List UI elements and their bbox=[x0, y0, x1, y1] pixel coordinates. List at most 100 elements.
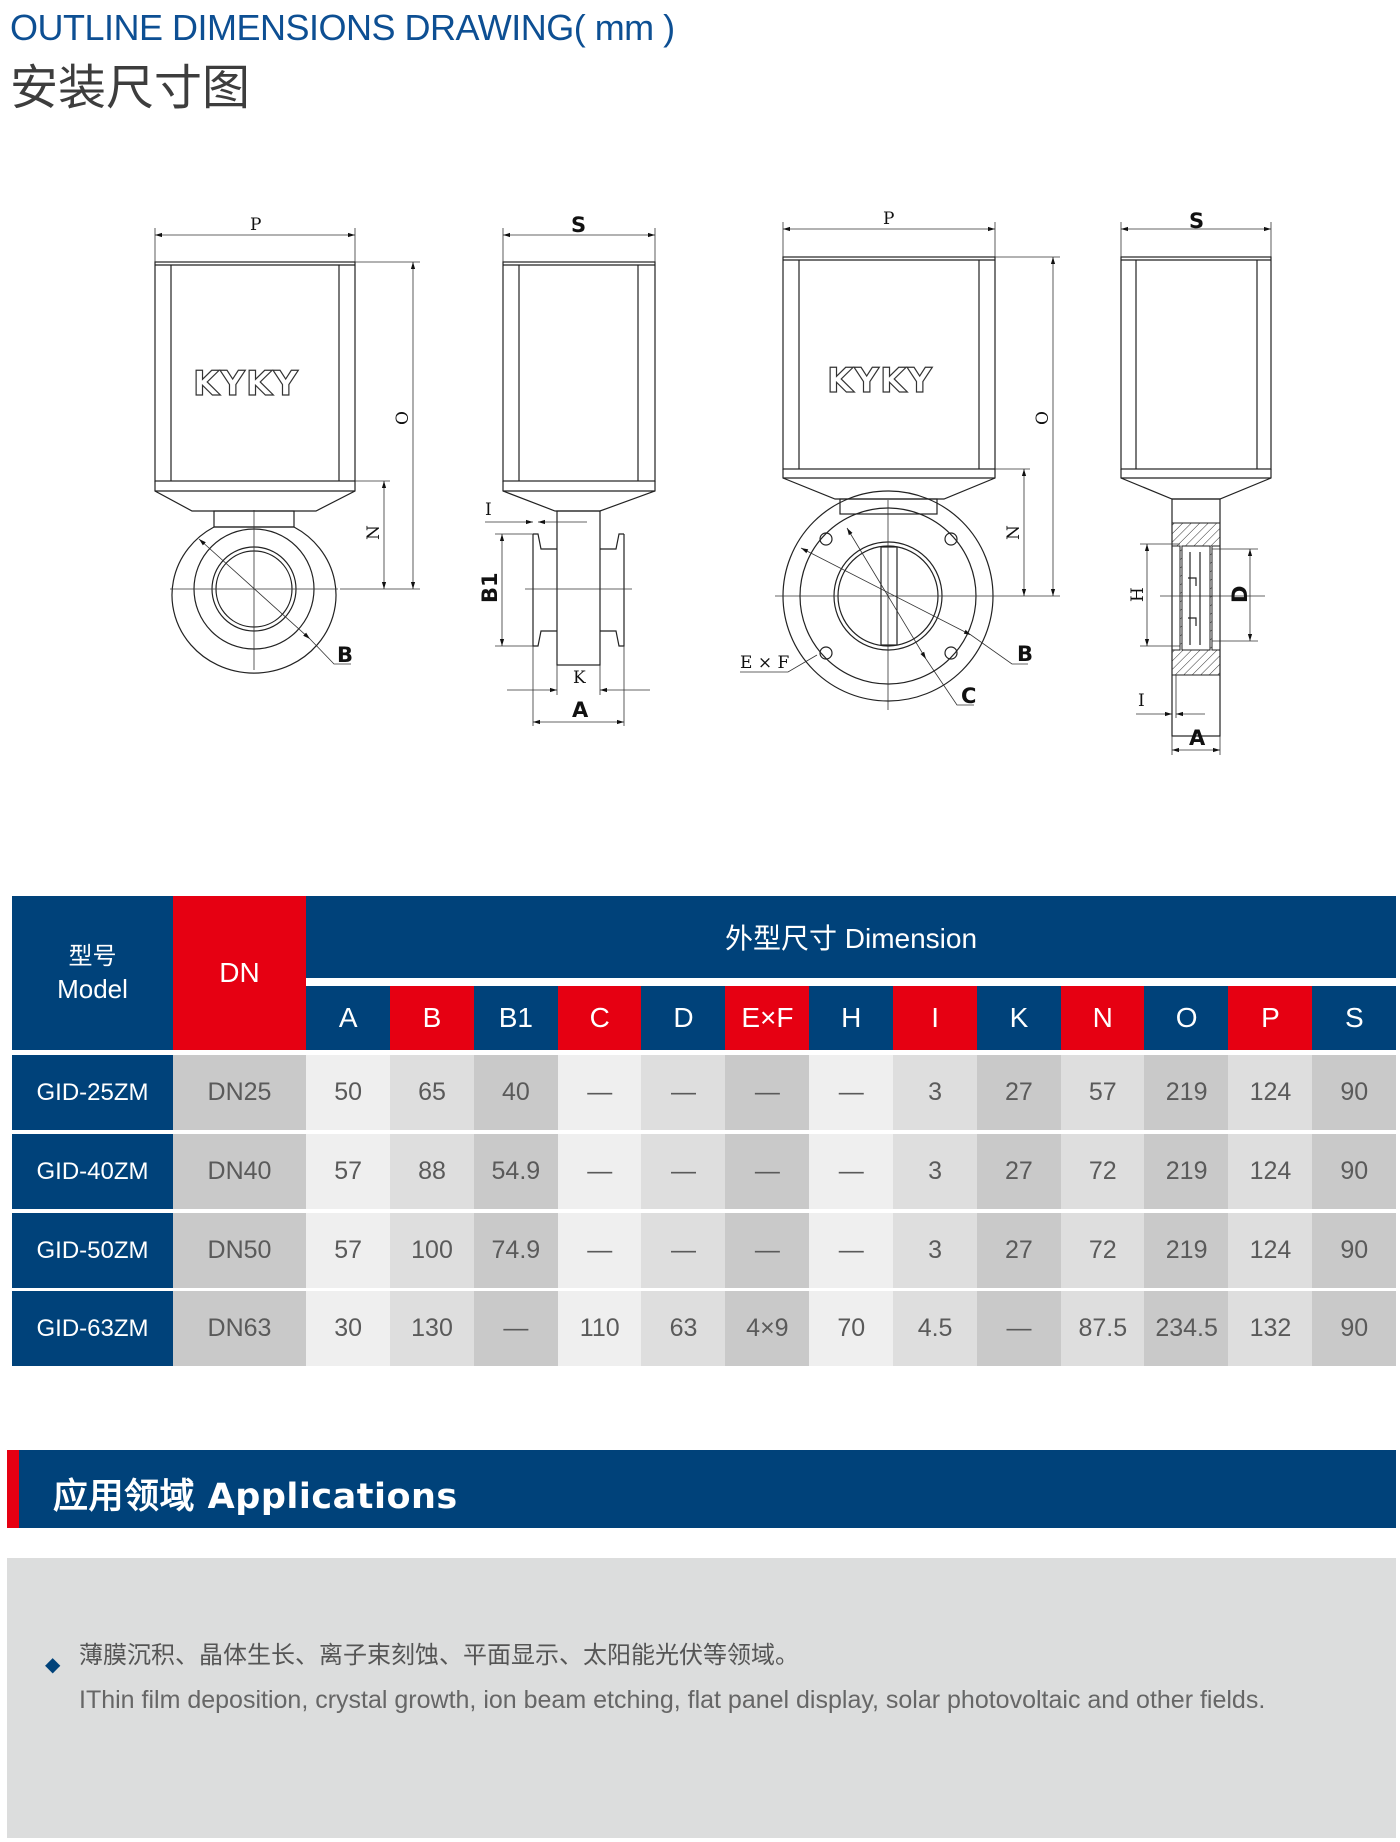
dimension-header: 外型尺寸 Dimension bbox=[306, 896, 1396, 978]
value-cell: 100 bbox=[389, 1213, 475, 1288]
column-header: K bbox=[976, 986, 1062, 1050]
value-cell: — bbox=[809, 1055, 894, 1130]
accent-strip bbox=[7, 1450, 19, 1528]
value-cell: — bbox=[725, 1213, 810, 1288]
applications-title: 应用领域 Applications bbox=[53, 1477, 458, 1517]
value-cell: 4.5 bbox=[892, 1291, 978, 1366]
dn-cell: DN63 bbox=[173, 1291, 306, 1366]
dim-label-p: P bbox=[250, 215, 261, 235]
value-cell: — bbox=[557, 1055, 642, 1130]
dim-label-exf: E × F bbox=[740, 653, 789, 673]
dim-label-b: B bbox=[1017, 642, 1033, 666]
value-cell: 219 bbox=[1144, 1134, 1229, 1209]
dim-label-i: I bbox=[1138, 691, 1145, 711]
dim-label-c: C bbox=[961, 684, 976, 708]
value-cell: 124 bbox=[1228, 1213, 1313, 1288]
value-cell: 27 bbox=[976, 1213, 1062, 1288]
value-cell: — bbox=[557, 1213, 642, 1288]
value-cell: 219 bbox=[1144, 1213, 1229, 1288]
value-cell: 87.5 bbox=[1060, 1291, 1145, 1366]
value-cell: 54.9 bbox=[473, 1134, 559, 1209]
column-header: A bbox=[306, 986, 391, 1050]
column-header: E×F bbox=[725, 986, 810, 1050]
applications-header: 应用领域 Applications bbox=[7, 1450, 1396, 1528]
column-header: C bbox=[557, 986, 642, 1050]
value-cell: — bbox=[725, 1134, 810, 1209]
applications-text-cn: 薄膜沉积、晶体生长、离子束刻蚀、平面显示、太阳能光伏等领域。 bbox=[79, 1641, 799, 1669]
value-cell: 130 bbox=[389, 1291, 475, 1366]
front-view-small: P KYKY B O N bbox=[154, 215, 420, 674]
dim-label-d: D bbox=[1228, 586, 1252, 603]
column-header: B bbox=[389, 986, 475, 1050]
dim-label-i: I bbox=[485, 500, 492, 520]
value-cell: 65 bbox=[389, 1055, 475, 1130]
value-cell: 3 bbox=[892, 1134, 978, 1209]
front-view-large: P KYKY B C E × F O N bbox=[740, 209, 1060, 710]
dim-label-k: K bbox=[573, 668, 586, 688]
value-cell: 90 bbox=[1312, 1055, 1397, 1130]
dim-label-n: N bbox=[364, 525, 384, 540]
value-cell: — bbox=[641, 1213, 726, 1288]
dim-label-p: P bbox=[883, 209, 894, 229]
value-cell: 90 bbox=[1312, 1134, 1397, 1209]
column-header: N bbox=[1060, 986, 1145, 1050]
dim-label-s: S bbox=[1189, 209, 1204, 233]
value-cell: 50 bbox=[306, 1055, 391, 1130]
value-cell: 57 bbox=[306, 1213, 391, 1288]
dim-label-a: A bbox=[572, 698, 589, 722]
kyky-logo: KYKY bbox=[193, 364, 299, 404]
column-header: P bbox=[1228, 986, 1313, 1050]
value-cell: 27 bbox=[976, 1055, 1062, 1130]
value-cell: — bbox=[557, 1134, 642, 1209]
value-cell: 57 bbox=[306, 1134, 391, 1209]
value-cell: — bbox=[473, 1291, 559, 1366]
dn-cell: DN25 bbox=[173, 1055, 306, 1130]
value-cell: — bbox=[976, 1291, 1062, 1366]
dim-label-s: S bbox=[571, 213, 586, 237]
value-cell: 72 bbox=[1060, 1213, 1145, 1288]
column-header: H bbox=[809, 986, 894, 1050]
column-header: I bbox=[892, 986, 978, 1050]
model-header-en: Model bbox=[57, 974, 128, 1004]
model-header-cn: 型号 bbox=[68, 943, 117, 970]
value-cell: 3 bbox=[892, 1213, 978, 1288]
model-cell: GID-50ZM bbox=[12, 1213, 173, 1288]
applications-panel: ◆ 薄膜沉积、晶体生长、离子束刻蚀、平面显示、太阳能光伏等领域。 IThin f… bbox=[7, 1558, 1396, 1838]
dim-label-b1: B1 bbox=[478, 572, 502, 603]
value-cell: 72 bbox=[1060, 1134, 1145, 1209]
value-cell: 124 bbox=[1228, 1134, 1313, 1209]
model-cell: GID-40ZM bbox=[12, 1134, 173, 1209]
value-cell: 4×9 bbox=[725, 1291, 810, 1366]
value-cell: 74.9 bbox=[473, 1213, 559, 1288]
side-view-large: S H D I A bbox=[1120, 209, 1272, 755]
applications-text-en: IThin film deposition, crystal growth, i… bbox=[79, 1686, 1266, 1714]
value-cell: 132 bbox=[1228, 1291, 1313, 1366]
dim-label-h: H bbox=[1128, 587, 1148, 602]
value-cell: 90 bbox=[1312, 1213, 1397, 1288]
value-cell: 90 bbox=[1312, 1291, 1397, 1366]
outline-drawing: P KYKY B O N S B1 bbox=[154, 209, 1272, 755]
column-header: D bbox=[641, 986, 726, 1050]
value-cell: 110 bbox=[557, 1291, 642, 1366]
page-title-cn: 安装尺寸图 bbox=[10, 60, 251, 116]
dim-label-o: O bbox=[1033, 411, 1053, 425]
model-cell: GID-63ZM bbox=[12, 1291, 173, 1366]
value-cell: 219 bbox=[1144, 1055, 1229, 1130]
value-cell: 124 bbox=[1228, 1055, 1313, 1130]
value-cell: 27 bbox=[976, 1134, 1062, 1209]
dim-label-b: B bbox=[337, 643, 353, 667]
dn-cell: DN50 bbox=[173, 1213, 306, 1288]
kyky-logo: KYKY bbox=[827, 361, 933, 401]
value-cell: — bbox=[641, 1055, 726, 1130]
value-cell: 63 bbox=[641, 1291, 726, 1366]
model-header: 型号 Model bbox=[12, 896, 173, 1050]
value-cell: — bbox=[641, 1134, 726, 1209]
value-cell: 70 bbox=[809, 1291, 894, 1366]
column-header: O bbox=[1144, 986, 1229, 1050]
page-title-en: OUTLINE DIMENSIONS DRAWING( mm ) bbox=[10, 7, 675, 48]
dim-label-o: O bbox=[393, 411, 413, 425]
dn-header: DN bbox=[173, 896, 306, 1050]
value-cell: 30 bbox=[306, 1291, 391, 1366]
value-cell: — bbox=[725, 1055, 810, 1130]
